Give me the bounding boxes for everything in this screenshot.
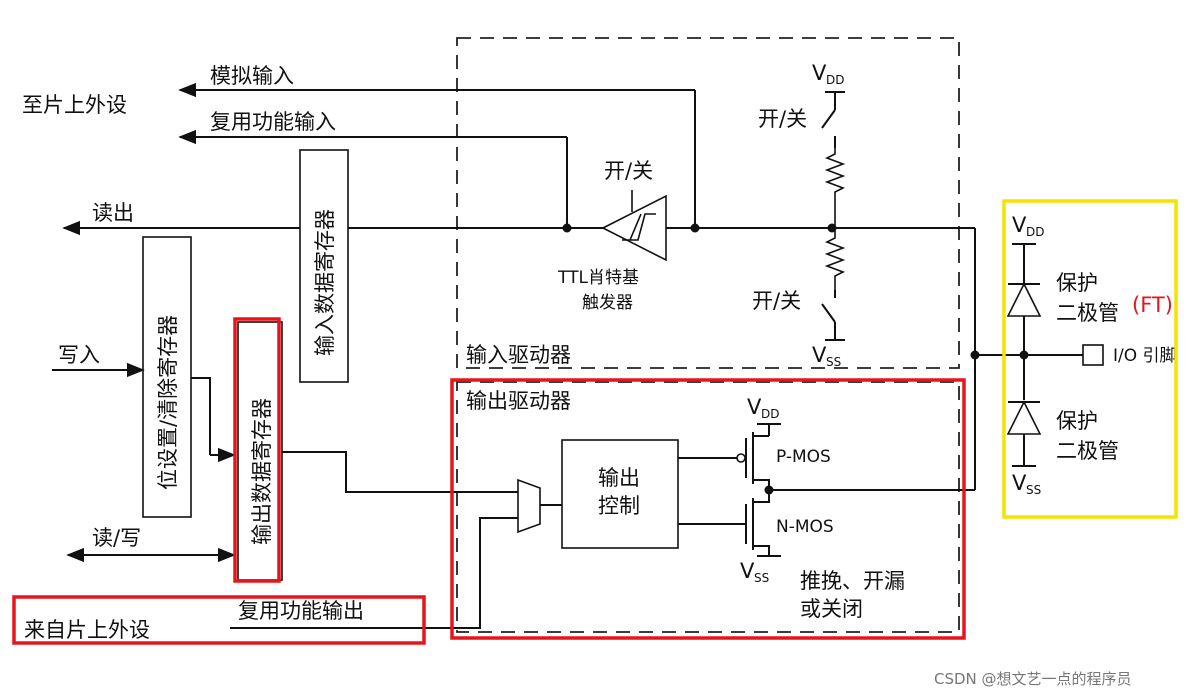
label-ttl-schmitt-2: 触发器 bbox=[582, 293, 633, 313]
label-output-driver: 输出驱动器 bbox=[466, 389, 571, 413]
protection-diode-bottom bbox=[1006, 355, 1042, 467]
vss-diode: V SS bbox=[1012, 471, 1041, 497]
svg-text:V: V bbox=[1012, 471, 1027, 495]
pull-up-switch bbox=[821, 109, 836, 148]
vdd-output: V DD bbox=[747, 395, 781, 436]
label-protect-top-2: 二极管 bbox=[1056, 301, 1119, 325]
vss-output: V SS bbox=[740, 559, 769, 585]
pull-down-switch bbox=[821, 290, 845, 341]
output-data-register-label: 输出数据寄存器 bbox=[250, 398, 274, 545]
input-data-register-label: 输入数据寄存器 bbox=[313, 209, 337, 356]
highlight-output-data-register bbox=[233, 317, 281, 583]
svg-text:SS: SS bbox=[754, 571, 769, 585]
label-input-driver: 输入驱动器 bbox=[466, 343, 571, 367]
label-pull-up-on-off: 开/关 bbox=[758, 107, 807, 131]
label-mode-1: 推挽、开漏 bbox=[800, 569, 905, 593]
label-to-onchip-peripheral: 至片上外设 bbox=[22, 93, 127, 117]
label-p-mos: P-MOS bbox=[776, 447, 831, 467]
svg-text:V: V bbox=[812, 61, 827, 85]
svg-text:DD: DD bbox=[761, 407, 779, 421]
label-ttl-schmitt-1: TTL肖特基 bbox=[557, 268, 639, 288]
bit-set-reset-register bbox=[142, 236, 192, 518]
pull-up-resistor bbox=[824, 148, 846, 228]
label-ft: (FT) bbox=[1132, 293, 1173, 317]
input-data-register bbox=[299, 149, 349, 383]
p-mos-transistor bbox=[678, 432, 770, 490]
label-read-out: 读出 bbox=[92, 201, 134, 225]
label-protect-top-1: 保护 bbox=[1056, 271, 1098, 295]
ttl-schmitt-trigger bbox=[601, 190, 667, 262]
vdd-diode: V DD bbox=[1012, 213, 1044, 268]
output-control-label-2: 控制 bbox=[598, 494, 640, 518]
label-n-mos: N-MOS bbox=[776, 517, 834, 537]
label-pull-down-on-off: 开/关 bbox=[752, 289, 801, 313]
svg-text:SS: SS bbox=[826, 355, 841, 369]
bit-set-reset-register-label: 位设置/清除寄存器 bbox=[156, 315, 180, 490]
io-pin-pad bbox=[1082, 344, 1104, 366]
label-mode-2: 或关闭 bbox=[800, 597, 863, 621]
highlight-alt-func-output bbox=[12, 595, 426, 645]
label-from-onchip-peripheral: 来自片上外设 bbox=[24, 618, 150, 642]
highlight-output-driver bbox=[450, 378, 966, 640]
output-control-block bbox=[561, 439, 679, 549]
output-mux bbox=[517, 478, 541, 534]
pull-down-resistor bbox=[824, 228, 846, 290]
label-alt-func-input: 复用功能输入 bbox=[210, 110, 336, 134]
label-protect-bottom-2: 二极管 bbox=[1056, 439, 1119, 463]
label-analog-input: 模拟输入 bbox=[210, 64, 294, 88]
output-driver-box bbox=[456, 381, 960, 633]
protection-diode-top bbox=[1006, 268, 1042, 355]
n-mos-transistor bbox=[678, 490, 781, 557]
svg-text:V: V bbox=[747, 395, 762, 419]
vdd-input-top: V DD bbox=[812, 61, 845, 110]
svg-text:V: V bbox=[812, 343, 827, 367]
label-read-write: 读/写 bbox=[92, 526, 141, 550]
svg-text:DD: DD bbox=[1026, 225, 1044, 239]
output-control-label-1: 输出 bbox=[598, 466, 640, 490]
vss-input: V SS bbox=[812, 343, 841, 369]
label-schmitt-on-off: 开/关 bbox=[604, 159, 653, 183]
svg-text:V: V bbox=[740, 559, 755, 583]
label-alt-func-output: 复用功能输出 bbox=[238, 599, 364, 623]
label-io-pin: I/O 引脚 bbox=[1113, 346, 1177, 366]
wire-alt-func-output bbox=[230, 517, 518, 629]
watermark: CSDN @想文艺一点的程序员 bbox=[934, 670, 1132, 688]
svg-text:SS: SS bbox=[1026, 483, 1041, 497]
label-protect-bottom-1: 保护 bbox=[1056, 409, 1098, 433]
highlight-protection-diodes bbox=[1002, 199, 1178, 519]
input-driver-box bbox=[456, 37, 960, 369]
svg-text:DD: DD bbox=[826, 73, 844, 87]
svg-text:V: V bbox=[1012, 213, 1027, 237]
label-write-in: 写入 bbox=[58, 343, 100, 367]
